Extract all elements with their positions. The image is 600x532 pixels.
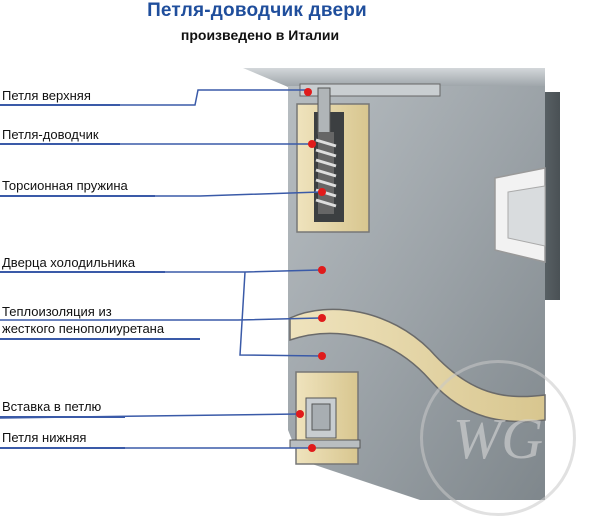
underline <box>0 416 125 418</box>
label-bottom-hinge: Петля нижняя <box>2 430 87 445</box>
diagram-subtitle: произведено в Италии <box>180 27 340 43</box>
lower-hinge-block <box>311 403 331 431</box>
top-hinge-pin <box>317 87 331 135</box>
marker-bottom-hinge <box>308 444 316 452</box>
torsion-spring-icon <box>315 132 337 214</box>
label-torsion-spring: Торсионная пружина <box>2 178 128 193</box>
underline <box>0 143 120 145</box>
label-hinge-closer: Петля-доводчик <box>2 127 99 142</box>
label-hinge-insert: Вставка в петлю <box>2 399 102 414</box>
diagram-title: Петля-доводчик двери <box>147 0 367 21</box>
label-insulation-line2: жесткого пенополиуретана <box>2 321 165 336</box>
underline <box>0 104 120 106</box>
marker-door <box>318 266 326 274</box>
underline <box>0 447 125 449</box>
marker-door-lower <box>318 352 326 360</box>
marker-top-hinge <box>304 88 312 96</box>
callout-markers <box>296 88 326 452</box>
door-handle-icon <box>494 167 546 263</box>
label-insulation-line1: Теплоизоляция из <box>2 304 112 319</box>
marker-hinge-insert <box>296 410 304 418</box>
label-top-hinge: Петля верхняя <box>2 88 91 103</box>
marker-torsion-spring <box>318 188 326 196</box>
underline <box>0 338 200 340</box>
marker-hinge-closer <box>308 140 316 148</box>
marker-insulation <box>318 314 326 322</box>
watermark-logo: WG <box>420 360 576 516</box>
underline <box>0 195 155 197</box>
label-fridge-door: Дверца холодильника <box>2 255 136 270</box>
underline <box>0 271 165 273</box>
lower-hinge-plate <box>289 439 361 449</box>
